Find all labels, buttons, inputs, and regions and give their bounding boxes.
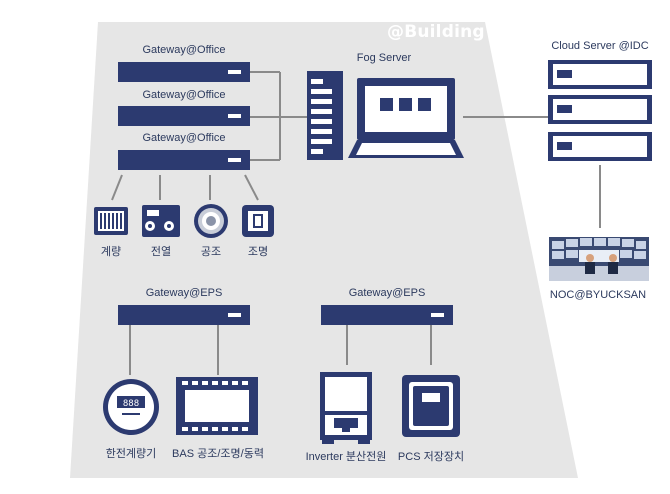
- fog-server-label: Fog Server: [356, 52, 412, 64]
- pcs-label: PCS 저장장치: [397, 451, 465, 463]
- meter-display-text: 888: [123, 399, 139, 409]
- gateway-office-2: [118, 106, 250, 126]
- kepco-meter-icon: 888: [103, 379, 159, 435]
- bas-panel-icon: [176, 377, 258, 435]
- sensor-lighting-label: 조명: [247, 246, 269, 258]
- inverter-label: Inverter 분산전원: [305, 451, 387, 463]
- meter-device-icon: [94, 207, 128, 235]
- noc-label: NOC@BYUCKSAN: [549, 289, 647, 301]
- noc-control-room: [549, 237, 649, 281]
- gateway-office-2-label: Gateway@Office: [142, 89, 226, 101]
- sensor-meter-label: 계량: [100, 246, 122, 258]
- gateway-eps-right: [321, 305, 453, 325]
- connectors: [111, 71, 601, 375]
- pcs-storage-icon: [402, 375, 460, 437]
- sensor-hvac-label: 공조: [200, 246, 222, 258]
- building-tag: @Building: [387, 22, 485, 42]
- light-switch-icon: [242, 205, 274, 237]
- power-outlet-icon: [142, 205, 180, 237]
- gateway-office-3-label: Gateway@Office: [142, 132, 226, 144]
- gateway-eps-left-label: Gateway@EPS: [145, 287, 223, 299]
- gateway-office-1: [118, 62, 250, 82]
- gateway-office-3: [118, 150, 250, 170]
- cloud-server-label: Cloud Server @IDC: [551, 40, 649, 52]
- hvac-thermostat-icon: [194, 204, 228, 238]
- fog-server-laptop: [348, 78, 464, 158]
- sensor-power-label: 전열: [150, 246, 172, 258]
- gateway-eps-right-label: Gateway@EPS: [348, 287, 426, 299]
- cloud-server-stack: [548, 60, 652, 161]
- fog-server-tower: [307, 71, 343, 160]
- bas-label: BAS 공조/조명/동력: [172, 448, 264, 460]
- kepco-meter-label: 한전계량기: [105, 448, 157, 460]
- gateway-office-1-label: Gateway@Office: [142, 44, 226, 56]
- inverter-icon: [320, 372, 372, 444]
- gateway-eps-left: [118, 305, 250, 325]
